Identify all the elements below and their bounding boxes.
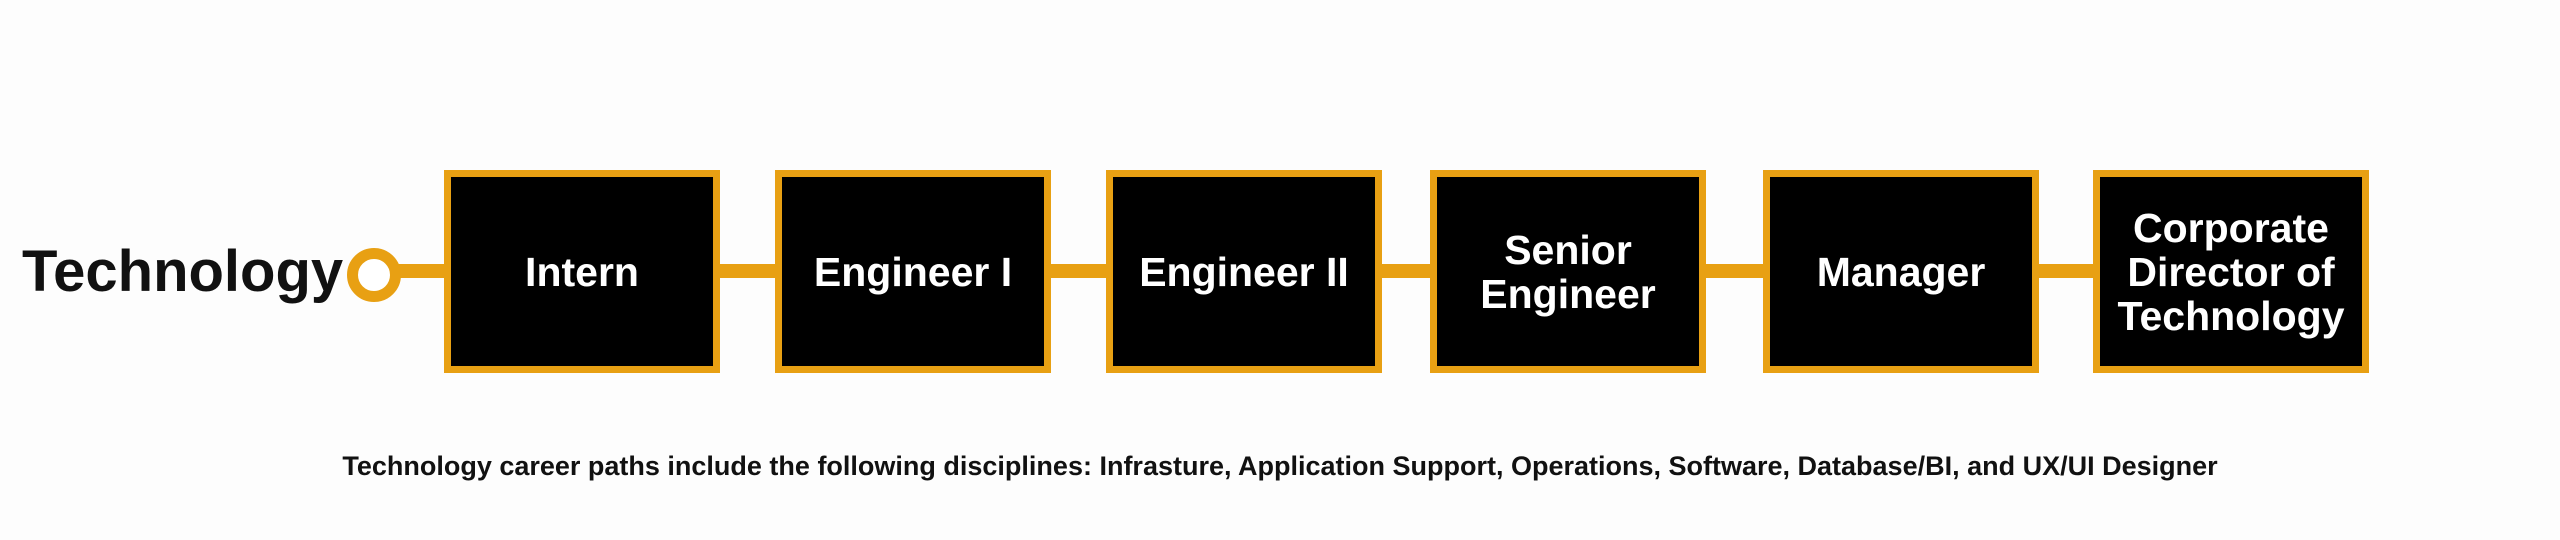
role-label: Manager bbox=[1816, 248, 1986, 295]
disciplines-footnote: Technology career paths include the foll… bbox=[342, 451, 2218, 481]
role-label: Engineer II bbox=[1139, 248, 1349, 295]
role-box-senior-engineer: Senior Engineer bbox=[1430, 170, 1706, 373]
track-title: Technology bbox=[22, 239, 344, 304]
role-box-engineer-ii: Engineer II bbox=[1106, 170, 1382, 373]
role-box-intern: Intern bbox=[444, 170, 720, 373]
role-label: Engineer I bbox=[813, 248, 1013, 295]
role-label: Corporate Director of Technology bbox=[2117, 204, 2345, 339]
role-box-engineer-i: Engineer I bbox=[775, 170, 1051, 373]
role-label: Intern bbox=[525, 248, 639, 295]
role-box-corporate-director-of-technology: Corporate Director of Technology bbox=[2093, 170, 2369, 373]
role-label: Senior Engineer bbox=[1480, 226, 1656, 317]
role-box-manager: Manager bbox=[1763, 170, 2039, 373]
start-node-circle bbox=[347, 248, 401, 302]
